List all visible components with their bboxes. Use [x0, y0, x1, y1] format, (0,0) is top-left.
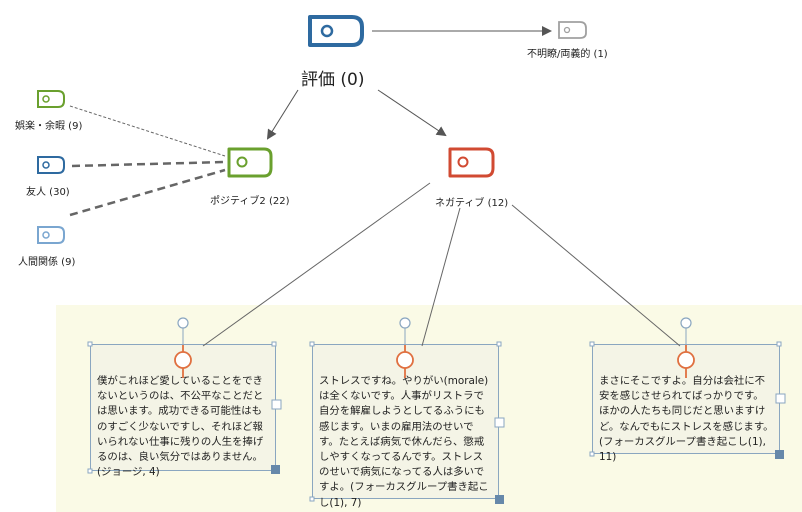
positive-label: ポジティブ2 (22) — [210, 196, 290, 207]
ambiguous-tag-icon[interactable] — [558, 21, 587, 39]
memo3-handles[interactable] — [589, 317, 786, 459]
edge-root-negative — [377, 89, 447, 137]
friends-tag-icon[interactable] — [37, 156, 65, 174]
edge-neg-memo3 — [511, 204, 681, 347]
ambiguous-label: 不明瞭/両義的 (1) — [527, 49, 608, 60]
positive-tag-icon[interactable] — [227, 147, 273, 178]
relations-label: 人間関係 (9) — [18, 257, 76, 268]
edge-leisure — [69, 105, 226, 157]
edge-neg-memo2 — [421, 207, 461, 347]
root-label: 評価 (0) — [301, 70, 365, 90]
leisure-tag-icon[interactable] — [37, 90, 65, 108]
memo-text-1: 僕がこれほど愛していることをできないというのは、不公平なことだとは思います。成功… — [97, 375, 264, 479]
edge-neg-memo1 — [202, 182, 431, 347]
memo-text-3: まさにそこですよ。自分は会社に不安を感じさせられてばっかりです。ほかの人たちも同… — [599, 375, 774, 464]
root-tag-icon[interactable] — [308, 15, 364, 47]
edge-friends — [71, 160, 226, 168]
memo2-handles[interactable] — [309, 317, 505, 504]
negative-tag-icon[interactable] — [448, 147, 495, 178]
memo-card-3[interactable]: まさにそこですよ。自分は会社に不安を感じさせられてばっかりです。ほかの人たちも同… — [592, 344, 780, 463]
edge-relations — [69, 168, 226, 217]
memo1-handles[interactable] — [87, 317, 282, 474]
friends-label: 友人 (30) — [26, 187, 70, 198]
leisure-label: 娯楽・余暇 (9) — [15, 121, 83, 132]
memo-text-2: ストレスですね。やりがい(morale)は全くないです。人事がリストラで自分を解… — [319, 375, 489, 509]
negative-label: ネガティブ (12) — [435, 198, 509, 209]
edge-root-positive — [266, 89, 299, 140]
relations-tag-icon[interactable] — [37, 226, 65, 244]
